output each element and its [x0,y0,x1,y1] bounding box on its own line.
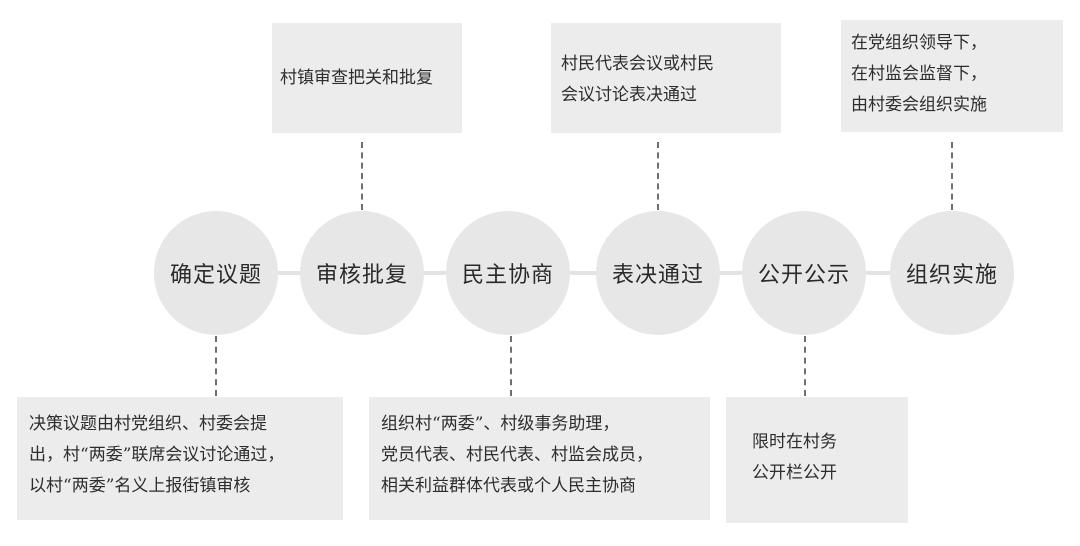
note-publicize: 限时在村务 公开栏公开 [726,397,908,523]
note-vote: 村民代表会议或村民 会议讨论表决通过 [551,23,781,133]
leader-vote [657,142,659,210]
leader-consult [510,336,512,396]
note-consult-line-2: 党员代表、村民代表、村监会成员， [381,445,653,465]
note-implement-line-3: 由村委会组织实施 [851,95,987,115]
connector-2 [424,271,450,275]
step-confirm-topic: 确定议题 [154,211,278,335]
note-implement-line-1: 在党组织领导下， [851,33,987,53]
leader-review [361,142,363,210]
note-confirm-topic-line-3: 以村“两委”名义上报街镇审核 [29,476,251,496]
leader-confirm-topic [215,336,217,396]
leader-publicize [804,336,806,396]
connector-3 [570,271,600,275]
note-consult-line-1: 组织村“两委”、村级事务助理， [381,414,620,434]
note-confirm-topic-line-1: 决策议题由村党组织、村委会提 [29,414,267,434]
note-review: 村镇审查把关和批复 [272,23,462,133]
note-confirm-topic: 决策议题由村党组织、村委会提 出，村“两委”联席会议讨论通过， 以村“两委”名义… [17,397,343,520]
note-consult-line-3: 相关利益群体代表或个人民主协商 [381,476,636,496]
note-consult: 组织村“两委”、村级事务助理， 党员代表、村民代表、村监会成员， 相关利益群体代… [369,397,710,520]
step-review-approve: 审核批复 [300,211,424,335]
leader-implement [951,142,953,210]
note-publicize-line-2: 公开栏公开 [752,463,837,483]
note-review-line-1: 村镇审查把关和批复 [280,68,433,88]
note-confirm-topic-line-2: 出，村“两委”联席会议讨论通过， [29,445,285,465]
note-vote-line-1: 村民代表会议或村民 [561,54,714,74]
connector-4 [720,271,746,275]
step-publicize: 公开公示 [742,211,866,335]
step-implement: 组织实施 [890,211,1014,335]
note-publicize-line-1: 限时在村务 [752,432,837,452]
step-democratic-consultation: 民主协商 [446,211,570,335]
note-implement-line-2: 在村监会监督下， [851,64,987,84]
note-vote-line-2: 会议讨论表决通过 [561,85,697,105]
connector-1 [278,271,304,275]
note-implement: 在党组织领导下， 在村监会监督下， 由村委会组织实施 [841,20,1063,132]
step-vote-pass: 表决通过 [596,211,720,335]
connector-5 [866,271,894,275]
